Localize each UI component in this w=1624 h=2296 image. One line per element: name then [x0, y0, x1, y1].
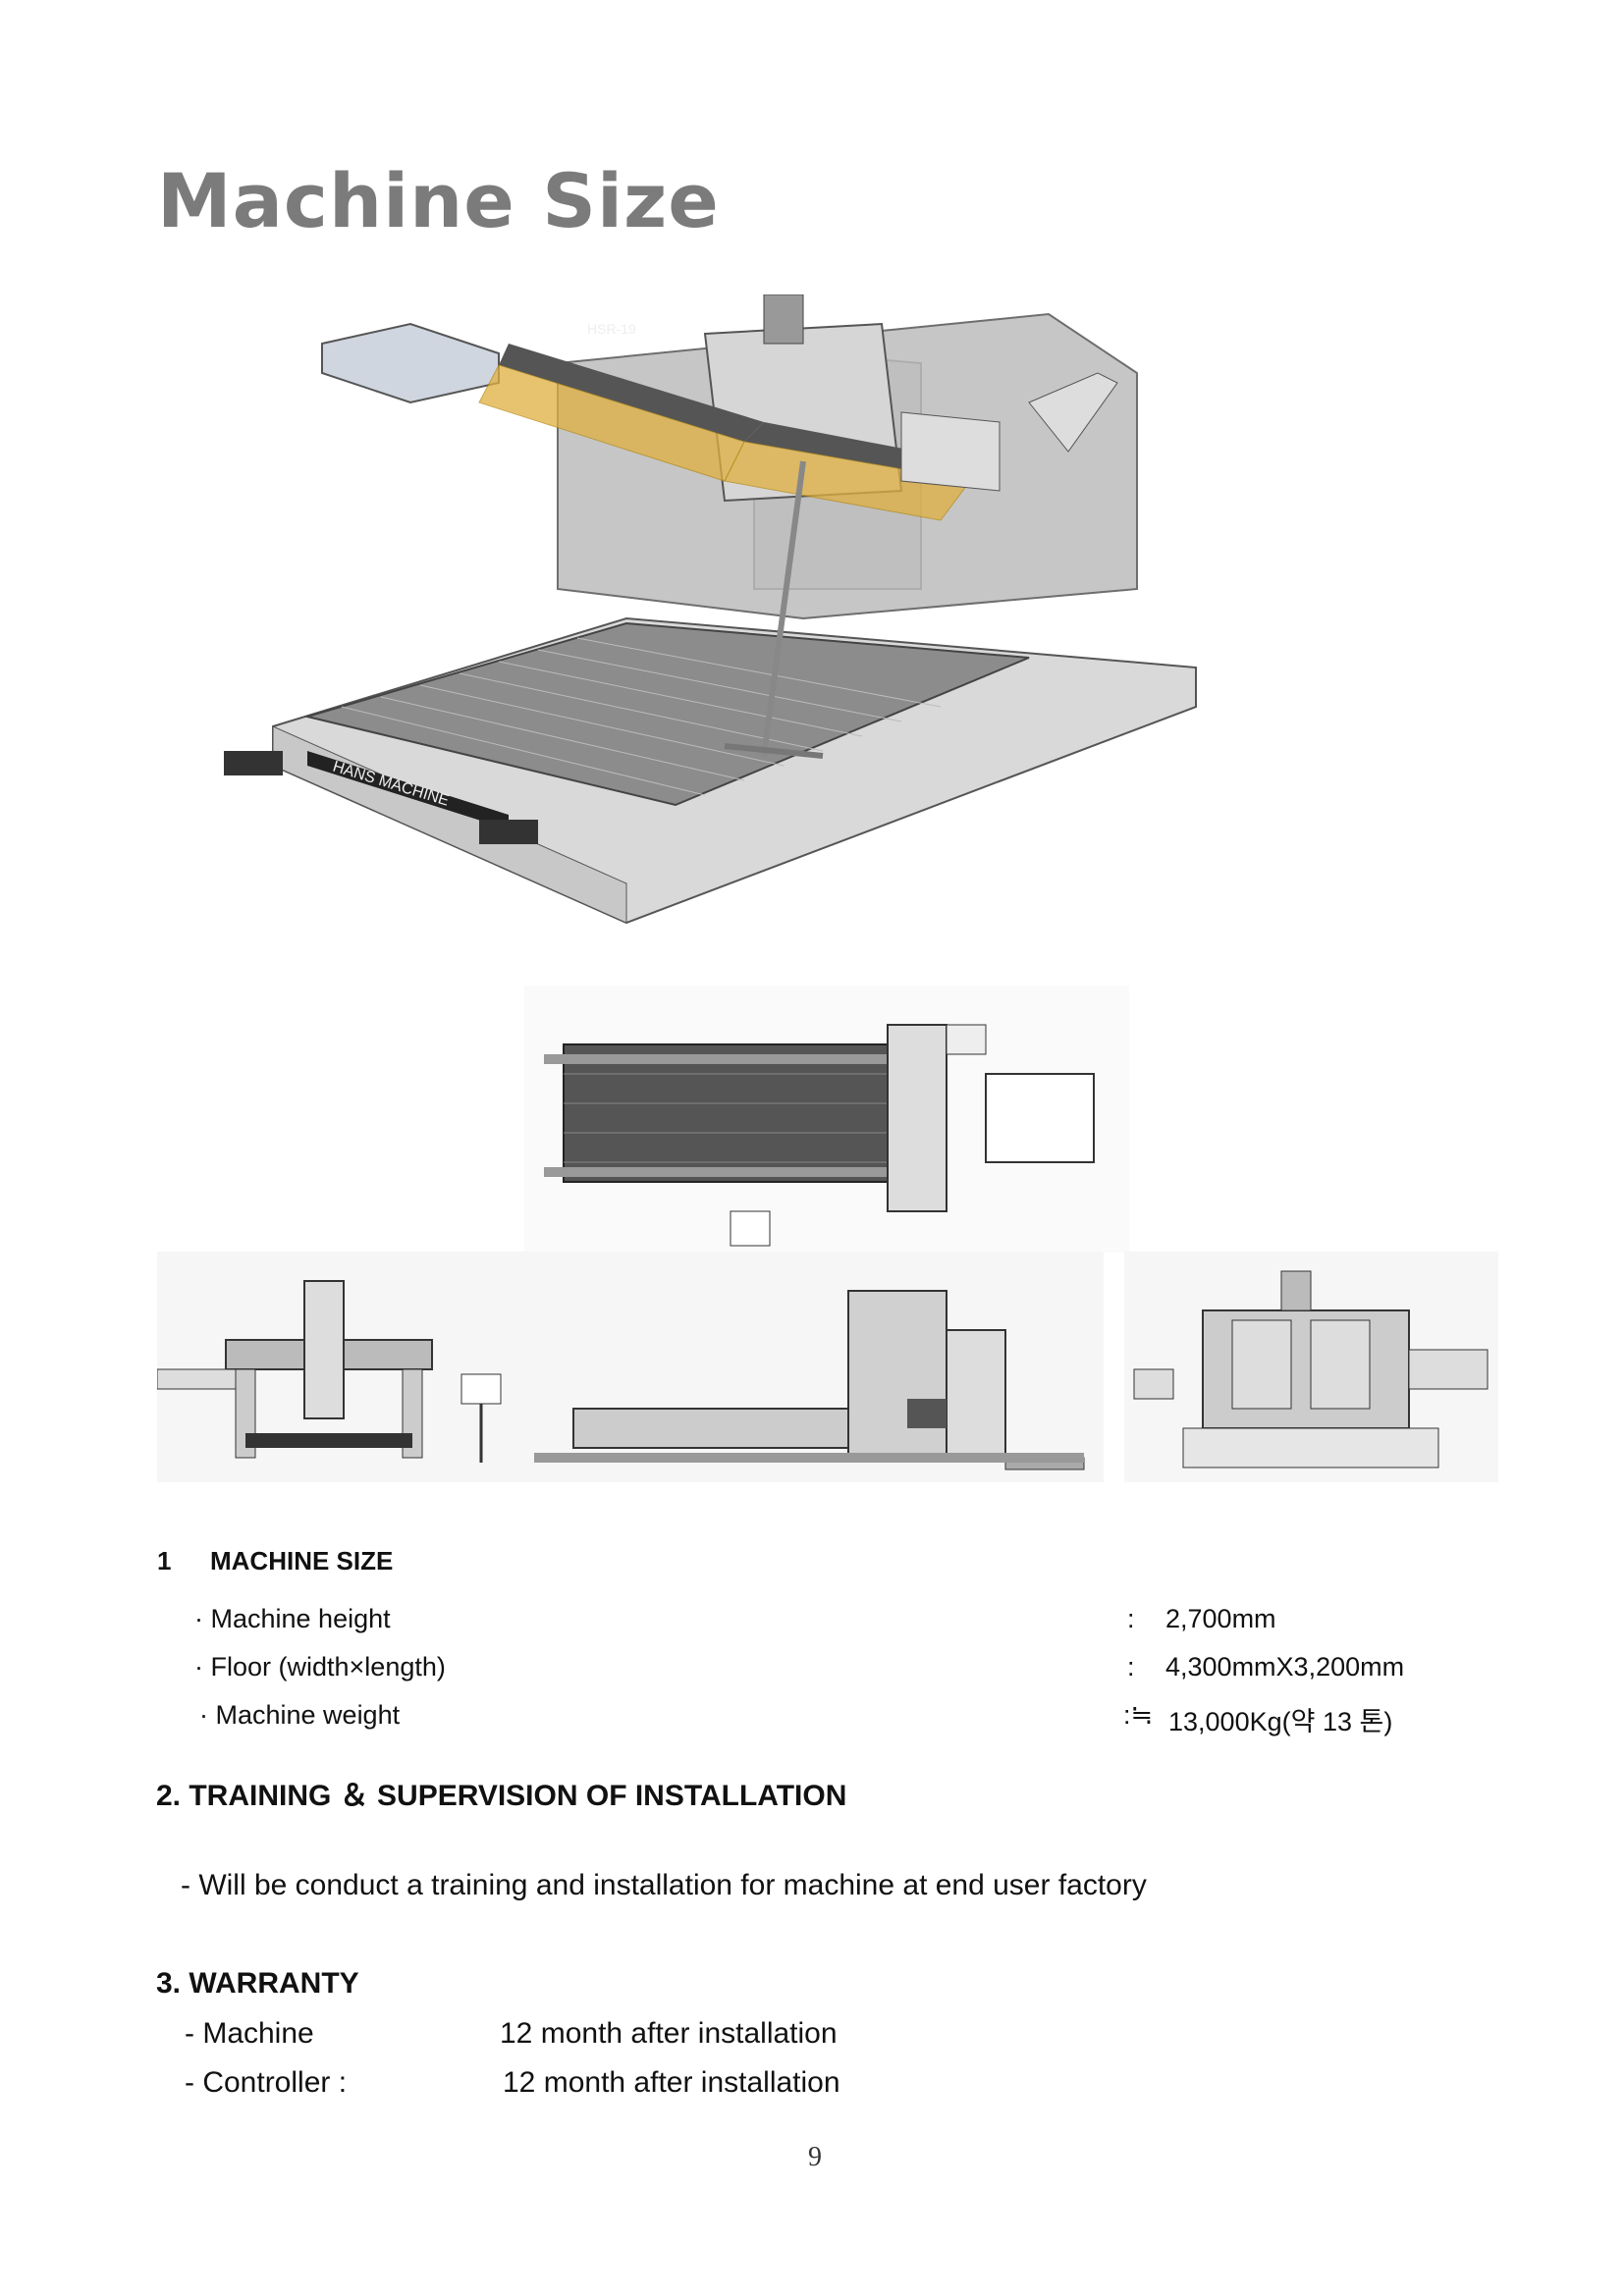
section-number: 1: [157, 1546, 172, 1575]
spec-value: 2,700mm: [1165, 1604, 1276, 1633]
training-description: - Will be conduct a training and install…: [181, 1869, 1147, 1901]
machine-front-view-figure: [157, 1252, 534, 1482]
spec-label: · Floor (width×length): [194, 1652, 446, 1682]
section-heading-machine-size: MACHINE SIZE: [210, 1546, 394, 1575]
warranty-label: - Controller :: [185, 2066, 348, 2099]
spec-label: · Machine weight: [199, 1700, 401, 1730]
gantry-label: HSR-19: [587, 321, 636, 337]
spec-value: 4,300mmX3,200mm: [1165, 1652, 1405, 1682]
page-title: Machine Size: [157, 157, 720, 244]
page-number: 9: [808, 2142, 822, 2172]
warranty-value: 12 month after installation: [500, 2017, 838, 2050]
section-heading-training: 2. TRAINING ＆ SUPERVISION OF INSTALLATIO…: [156, 1780, 847, 1812]
warranty-value: 12 month after installation: [503, 2066, 840, 2099]
machine-isometric-figure: HANS MACHINE HSR-19: [224, 294, 1197, 925]
spec-separator: :: [1127, 1604, 1135, 1633]
machine-top-view-figure: [524, 986, 1129, 1253]
machine-side-view-figure: [534, 1252, 1104, 1482]
spec-separator: :: [1127, 1652, 1135, 1682]
machine-rear-view-figure: [1124, 1252, 1498, 1482]
warranty-label: - Machine: [185, 2017, 314, 2050]
spec-label: · Machine height: [194, 1604, 391, 1633]
section-heading-warranty: 3. WARRANTY: [156, 1967, 359, 2000]
spec-value: 13,000Kg(약 13 톤): [1168, 1707, 1393, 1736]
spec-separator: :≒: [1123, 1700, 1154, 1730]
